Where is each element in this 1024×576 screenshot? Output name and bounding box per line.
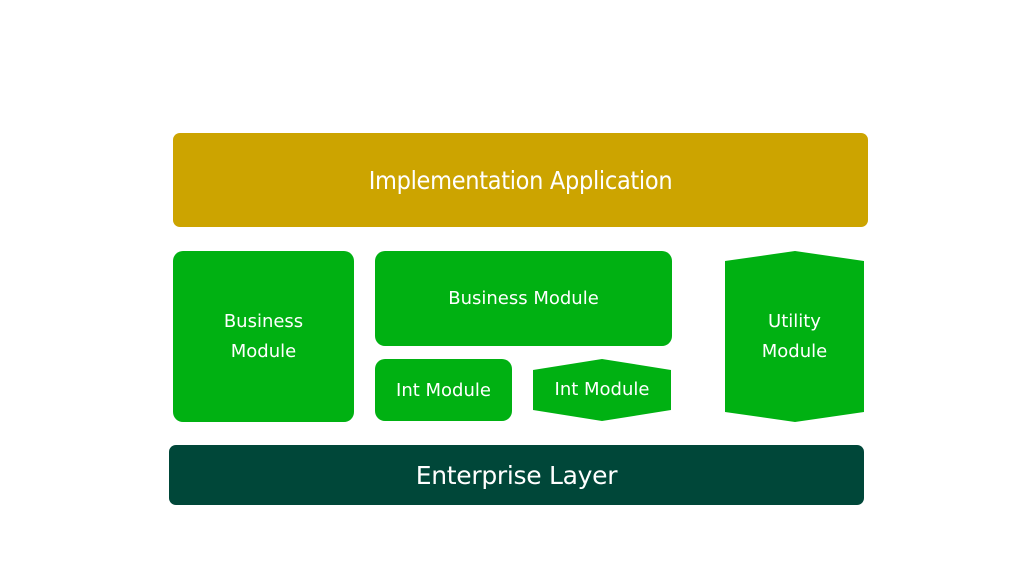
- implementation-application-layer: Implementation Application: [173, 133, 868, 227]
- implementation-application-label: Implementation Application: [368, 165, 673, 195]
- int-module-rounded: Int Module: [375, 359, 512, 421]
- business-module-left-line1: Business: [223, 310, 304, 332]
- utility-module-hexagon-shape: [725, 251, 864, 422]
- enterprise-layer: Enterprise Layer: [169, 445, 864, 505]
- int-module-rounded-label: Int Module: [396, 379, 491, 401]
- utility-module-line2: Module: [761, 340, 828, 362]
- business-module-center: Business Module: [375, 251, 672, 346]
- int-module-hexagon-shape: [533, 359, 671, 421]
- business-module-left: Business Module: [173, 251, 354, 422]
- business-module-left-line2: Module: [230, 340, 297, 362]
- int-module-hexagon-label: Int Module: [554, 379, 650, 400]
- utility-module: Utility Module: [725, 261, 864, 412]
- business-module-center-label: Business Module: [448, 288, 599, 309]
- enterprise-layer-label: Enterprise Layer: [415, 460, 618, 490]
- int-module-hexagon: Int Module: [533, 370, 671, 410]
- utility-module-line1: Utility: [768, 310, 821, 332]
